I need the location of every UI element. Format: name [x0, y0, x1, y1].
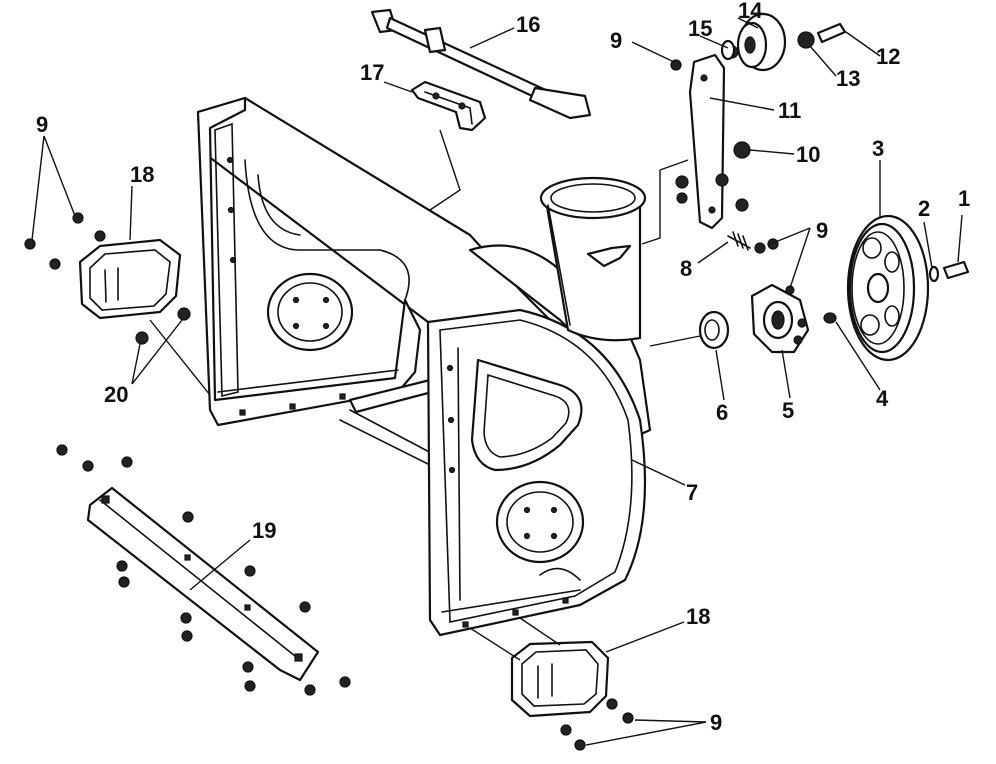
callout-20: 20: [104, 382, 128, 407]
callout-17: 17: [360, 60, 384, 85]
callout-9-left: 9: [36, 112, 48, 137]
spring-bolt: [727, 231, 779, 254]
callout-8: 8: [680, 256, 692, 281]
skid-shoe-right: [510, 640, 634, 751]
skid-shoe-left: [24, 212, 182, 320]
callout-10: 10: [796, 142, 820, 167]
callout-16: 16: [516, 12, 540, 37]
mount-plate: [688, 53, 726, 230]
callout-labels: 1 2 3 4 5 6 7 8 9 9 9 9 10 11 12 13 14 1…: [36, 0, 970, 735]
callout-18-left: 18: [130, 162, 154, 187]
callout-3: 3: [872, 136, 884, 161]
callout-2: 2: [918, 196, 930, 221]
callout-15: 15: [688, 16, 712, 41]
callout-9-bottom: 9: [710, 710, 722, 735]
callout-6: 6: [716, 400, 728, 425]
bushing-part: [698, 310, 730, 350]
callout-14: 14: [738, 0, 763, 23]
bolt-nut: [797, 22, 847, 49]
callout-1: 1: [958, 186, 970, 211]
callout-9-right: 9: [816, 218, 828, 243]
bolts-part-20: [135, 307, 191, 345]
shaft-part: [370, 8, 592, 120]
leader-lines: [31, 17, 963, 746]
key-part: [823, 312, 837, 324]
scraper-bar: [56, 444, 351, 696]
callout-13: 13: [836, 66, 860, 91]
callout-18-right: 18: [686, 604, 710, 629]
callout-19: 19: [252, 518, 276, 543]
callout-7: 7: [686, 480, 698, 505]
callout-12: 12: [876, 44, 900, 69]
pulley-part: [846, 214, 930, 362]
roller-part: [720, 12, 787, 72]
callout-4: 4: [876, 386, 889, 411]
bracket-part: [410, 80, 487, 132]
callout-9-top: 9: [610, 28, 622, 53]
chute-base: [539, 176, 647, 342]
callout-11: 11: [778, 98, 801, 123]
flange-part: [750, 283, 810, 354]
callout-5: 5: [782, 398, 794, 423]
auger-housing: [196, 96, 652, 637]
washer-bolt: [928, 260, 970, 283]
